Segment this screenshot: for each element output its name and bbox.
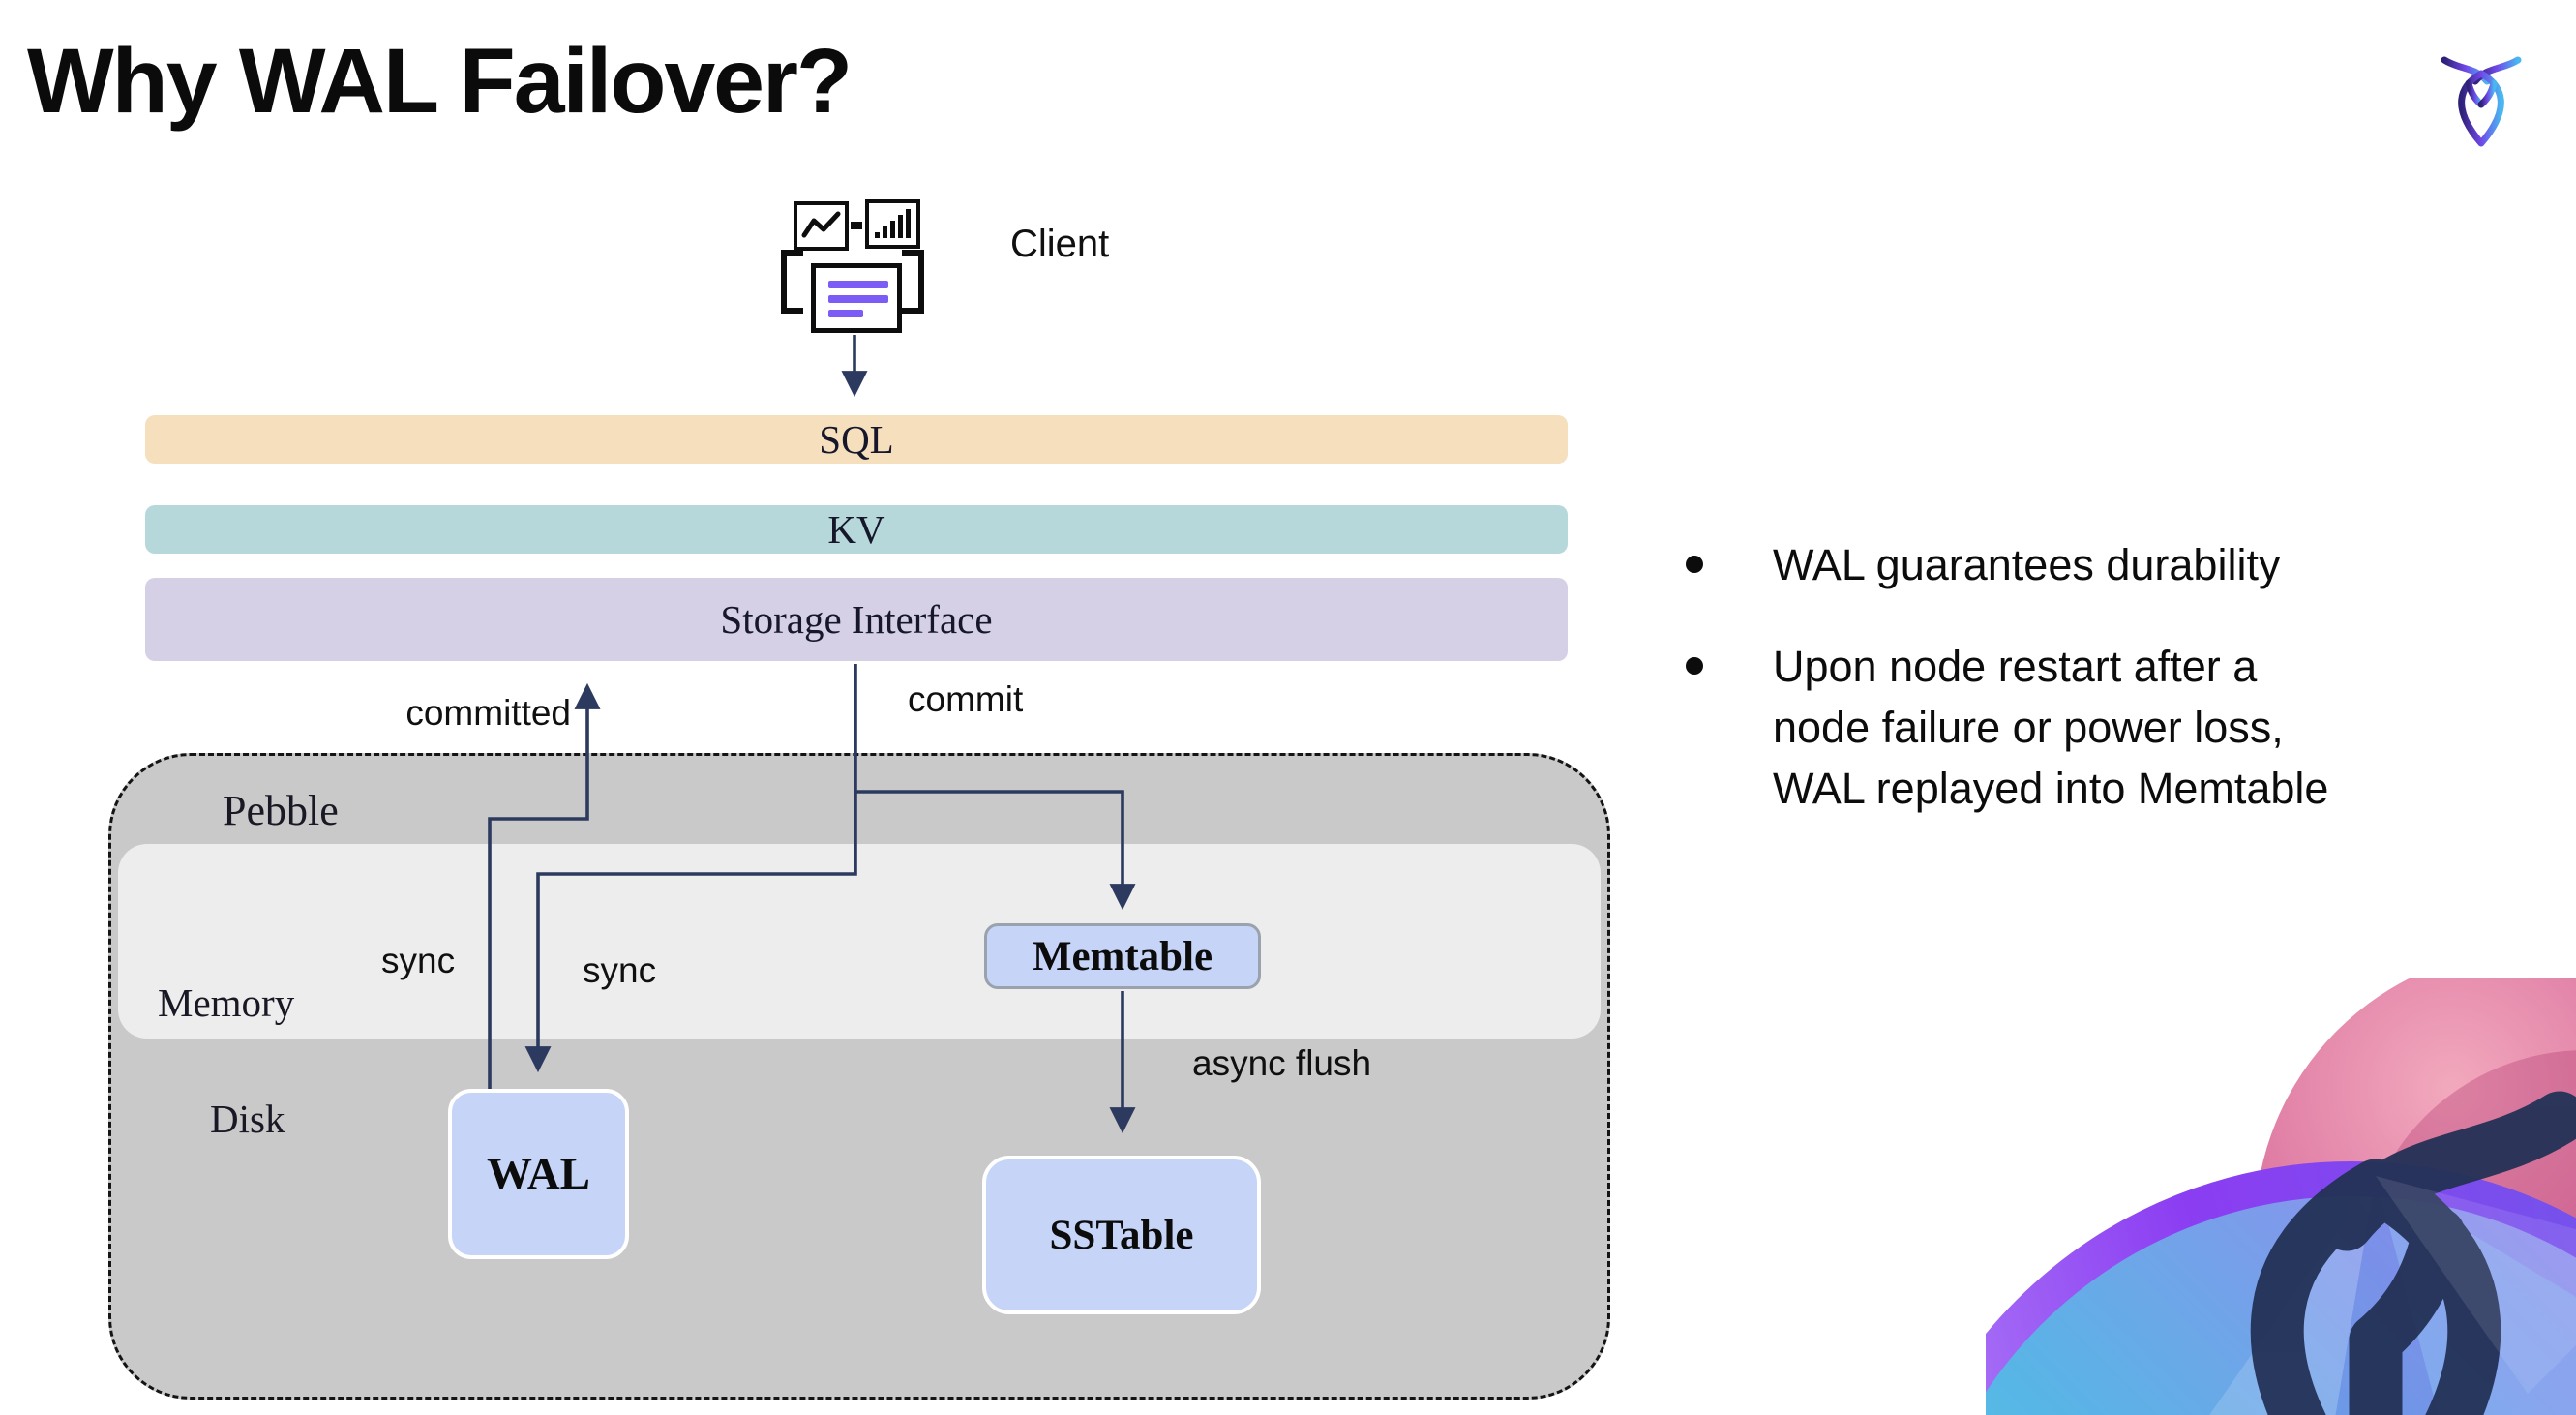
bullet-text: Upon node restart after a node failure o… bbox=[1773, 642, 2329, 813]
document-icon bbox=[811, 263, 902, 333]
bullet-text: WAL guarantees durability bbox=[1773, 540, 2281, 589]
left-bracket-icon bbox=[780, 250, 805, 314]
list-item: Upon node restart after a node failure o… bbox=[1686, 636, 2508, 819]
line-chart-icon bbox=[794, 201, 849, 251]
kv-layer-bar: KV bbox=[145, 505, 1568, 554]
wal-node: WAL bbox=[448, 1089, 629, 1259]
memtable-node: Memtable bbox=[984, 923, 1261, 989]
page-title: Why WAL Failover? bbox=[27, 30, 853, 133]
kv-layer-label: KV bbox=[827, 507, 885, 552]
storage-interface-label: Storage Interface bbox=[720, 597, 993, 642]
pebble-label: Pebble bbox=[223, 787, 339, 834]
list-item: WAL guarantees durability bbox=[1686, 534, 2508, 595]
committed-edge-label: committed bbox=[405, 693, 571, 733]
document-text-line bbox=[828, 295, 888, 303]
memory-band bbox=[118, 844, 1601, 1039]
connector-dash-icon bbox=[851, 222, 862, 229]
document-text-line bbox=[828, 310, 863, 317]
sql-layer-label: SQL bbox=[819, 417, 894, 462]
brand-artwork-graphic bbox=[1986, 978, 2576, 1415]
commit-edge-label: commit bbox=[908, 679, 1024, 719]
cockroachdb-logo-icon bbox=[2441, 56, 2522, 147]
async-flush-edge-label: async flush bbox=[1192, 1043, 1372, 1083]
right-bracket-icon bbox=[900, 250, 925, 314]
sync-right-edge-label: sync bbox=[583, 950, 657, 990]
wal-node-label: WAL bbox=[486, 1149, 591, 1199]
bullet-list: WAL guarantees durability Upon node rest… bbox=[1686, 534, 2508, 859]
storage-interface-layer-bar: Storage Interface bbox=[145, 578, 1568, 661]
bullet-dot-icon bbox=[1686, 556, 1703, 573]
document-text-line bbox=[828, 281, 888, 288]
sync-left-edge-label: sync bbox=[381, 941, 456, 980]
sstable-node-label: SSTable bbox=[1049, 1212, 1194, 1258]
bullet-dot-icon bbox=[1686, 657, 1703, 675]
memtable-node-label: Memtable bbox=[1032, 933, 1213, 979]
sql-layer-bar: SQL bbox=[145, 415, 1568, 464]
disk-label: Disk bbox=[210, 1097, 285, 1141]
bar-chart-icon bbox=[865, 199, 920, 249]
memory-label: Memory bbox=[158, 980, 295, 1025]
client-label: Client bbox=[1010, 223, 1110, 265]
sstable-node: SSTable bbox=[982, 1156, 1261, 1314]
